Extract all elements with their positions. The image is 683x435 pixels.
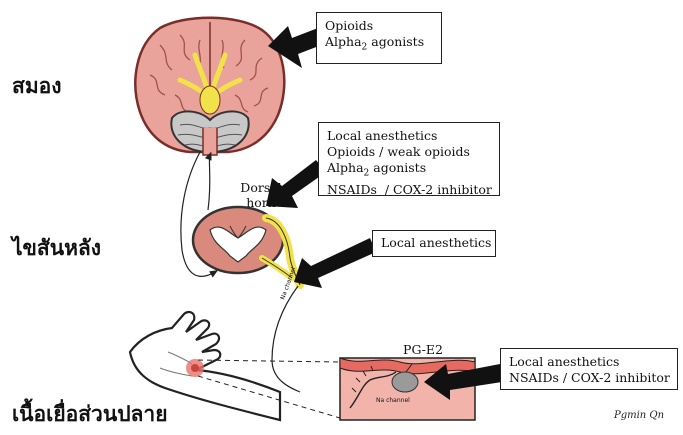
brain-illustration <box>135 18 284 155</box>
drug-box-nerve: Local anesthetics <box>372 230 496 257</box>
level-label-peripheral-tissue: เนื้อเยื่อส่วนปลาย <box>12 398 168 431</box>
drug-box-peripheral: Local anesthetics NSAIDs / COX-2 inhibit… <box>500 348 678 390</box>
na-channel-tissue-label: Na channel <box>376 397 410 404</box>
pg-e2-blob <box>392 372 418 392</box>
arrow-nerve <box>294 238 376 288</box>
dorsal-horn-label: Dorsal horn <box>232 180 290 210</box>
drug-box-dorsal-line2: Opioids / weak opioids <box>327 144 491 160</box>
drug-box-brain-line2: Alpha2 agonists <box>325 34 433 56</box>
drug-box-brain: Opioids Alpha2 agonists <box>316 12 442 64</box>
drug-box-dorsal-line1: Local anesthetics <box>327 128 491 144</box>
drug-box-dorsal-horn: Local anesthetics Opioids / weak opioids… <box>318 122 500 196</box>
drug-box-brain-line1: Opioids <box>325 18 433 34</box>
drug-box-peripheral-line2: NSAIDs / COX-2 inhibitor <box>509 370 669 386</box>
drug-box-nerve-line1: Local anesthetics <box>381 235 487 251</box>
level-label-spinal-cord: ไขสันหลัง <box>12 232 101 265</box>
spinal-cord-illustration <box>193 207 300 285</box>
level-label-brain: สมอง <box>12 70 62 103</box>
drug-box-dorsal-line3: Alpha2 agonists <box>327 160 491 182</box>
artist-signature: Pgmin Qn <box>613 410 664 421</box>
drug-box-dorsal-line4: NSAIDs / COX-2 inhibitor <box>327 182 491 198</box>
drug-box-peripheral-line1: Local anesthetics <box>509 354 669 370</box>
pg-e2-label: PG-E2 <box>398 342 448 357</box>
